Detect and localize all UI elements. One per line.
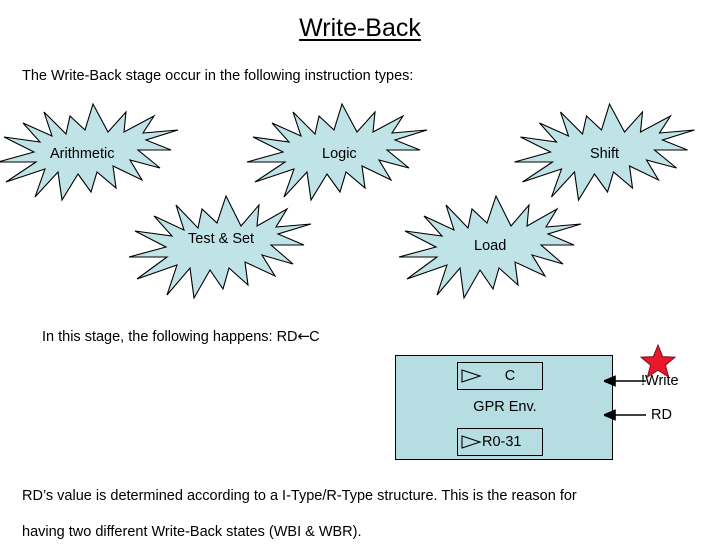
closing-paragraph: RD’s value is determined according to a …: [22, 478, 720, 550]
register-c-label: C: [504, 368, 516, 384]
closing-line-1: RD’s value is determined according to a …: [22, 488, 577, 504]
closing-line-2: having two different Write-Back states (…: [22, 524, 362, 540]
page-title-text: Write-Back: [299, 14, 421, 42]
buffer-triangle-icon: [461, 369, 482, 383]
starburst-shift-shape: [514, 102, 695, 202]
intro-paragraph: The Write-Back stage occur in the follow…: [22, 68, 414, 84]
red-star-icon: [640, 344, 676, 378]
stage-description: In this stage, the following happens: RD…: [42, 327, 320, 347]
starburst-test-and-set-shape: [128, 194, 312, 300]
buffer-triangle-icon: [461, 435, 482, 449]
rd-signal-label: RD: [651, 407, 672, 423]
page-title: Write-Back: [0, 14, 720, 43]
red-star-shape: [640, 344, 676, 378]
left-arrow-icon: [604, 375, 646, 387]
write-signal-arrow: [604, 375, 646, 387]
left-arrow-icon: [604, 409, 646, 421]
write-signal-label: !Write: [641, 373, 679, 389]
starburst-test-and-set: [126, 194, 326, 302]
starburst-load: [396, 194, 596, 302]
stage-description-suffix: C: [309, 329, 320, 345]
stage-description-prefix: In this stage, the following happens: RD: [42, 329, 298, 345]
left-arrow-icon: ←: [297, 327, 311, 345]
starburst-load-shape: [398, 194, 582, 300]
register-c-box: C: [457, 362, 543, 390]
gpr-environment-label: GPR Env.: [473, 399, 537, 415]
gpr-environment-box: C GPR Env. R0-31: [395, 355, 613, 460]
rd-signal-arrow: [604, 409, 646, 421]
starburst-logic-shape: [246, 102, 428, 202]
register-file-box: R0-31: [457, 428, 543, 456]
starburst-logic: [245, 102, 445, 204]
starburst-shift: [505, 102, 720, 204]
starburst-arithmetic-shape: [0, 102, 179, 202]
starburst-arithmetic: [0, 102, 196, 204]
register-file-label: R0-31: [482, 434, 522, 450]
